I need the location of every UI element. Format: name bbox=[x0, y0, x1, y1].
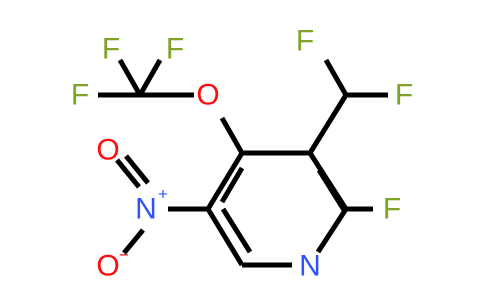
atom-n-ring: N bbox=[299, 250, 321, 283]
bond-c4-c5 bbox=[205, 151, 245, 211]
atom-o-nitro-top: O bbox=[96, 134, 119, 167]
atom-f-cf3-left: F bbox=[71, 79, 89, 112]
bond-c4-o bbox=[219, 116, 245, 155]
bond-nitro-o-top-b bbox=[124, 154, 150, 185]
atom-f-chf2-right: F bbox=[395, 79, 413, 112]
bond-nitro-o-top-a bbox=[115, 158, 141, 189]
atom-f-cf3-top-right: F bbox=[166, 33, 184, 66]
atom-f-cf3-top-left: F bbox=[102, 33, 120, 66]
atom-o-nitro-bottom: O bbox=[96, 250, 119, 283]
atom-o-ether: O bbox=[196, 79, 219, 112]
charge-minus: − bbox=[119, 246, 129, 265]
bond-c3-chf2 bbox=[307, 93, 349, 155]
bond-c5-c6 bbox=[205, 207, 245, 267]
bond-cf3-f-top-right bbox=[137, 58, 163, 97]
bond-cf3-f-top-left bbox=[117, 58, 143, 97]
charge-plus: + bbox=[158, 185, 168, 204]
atom-f-chf2-top: F bbox=[296, 25, 314, 58]
bond-c5-c6-inner bbox=[220, 207, 253, 254]
bond-chf2-f-top bbox=[323, 58, 349, 97]
bond-c2-c2-inner bbox=[316, 168, 347, 212]
atom-labels: F F F O F F O N + O − F N bbox=[71, 25, 413, 283]
bonds bbox=[98, 58, 388, 268]
atom-n-nitro: N bbox=[135, 193, 157, 226]
bond-c2-n1 bbox=[315, 207, 349, 254]
bond-c4-c5-inner bbox=[219, 166, 245, 204]
atom-f-ring: F bbox=[383, 193, 401, 226]
bond-nitro-o-bottom bbox=[122, 228, 145, 255]
